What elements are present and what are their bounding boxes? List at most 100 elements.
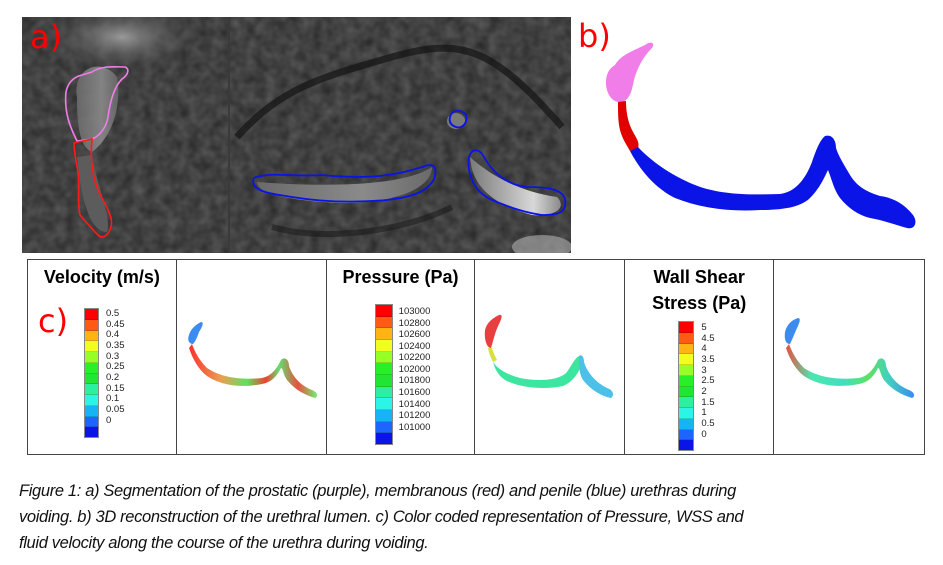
colorbar-tick-label: 0 xyxy=(106,414,112,426)
wss-legend-title-line-2: Stress (Pa) xyxy=(652,293,747,313)
colorbar-segment xyxy=(85,416,98,428)
colorbar-tick-label: 0.45 xyxy=(106,318,125,330)
colorbar-segment xyxy=(85,373,98,385)
colorbar-tick-label: 2.5 xyxy=(701,375,715,387)
panel-label-a: a) xyxy=(30,18,63,56)
urethra-3d-reconstruction xyxy=(605,42,916,229)
colorbar-tick-label: 0.4 xyxy=(106,329,120,341)
pressure-legend-title: Pressure (Pa) xyxy=(342,267,459,287)
colorbar-tick-label: 3 xyxy=(701,364,707,376)
colorbar-tick-label: 102800 xyxy=(398,317,431,329)
membranous-contour xyxy=(73,137,113,238)
prostatic-contour xyxy=(64,65,129,142)
colorbar-tick-label: 102600 xyxy=(398,329,431,341)
colorbar-tick-label: 0.2 xyxy=(106,372,120,384)
colorbar-segment xyxy=(85,362,98,374)
colorbar-segment xyxy=(679,365,694,376)
figure-caption: Figure 1: a) Segmentation of the prostat… xyxy=(19,478,929,556)
colorbar-tick-label: 0.15 xyxy=(106,382,125,394)
colorbar-tick-label: 1.5 xyxy=(701,396,715,408)
colorbar-tick-label: 4.5 xyxy=(701,332,715,344)
wss-urethra-render xyxy=(784,318,915,398)
pressure-render-cell xyxy=(475,260,626,454)
colorbar-tick-label: 5 xyxy=(701,322,707,333)
panel-label-c: c) xyxy=(38,302,69,340)
colorbar-tick-label: 0.3 xyxy=(106,350,120,362)
colorbar-segment xyxy=(85,384,98,395)
colorbar-tick-label: 0.5 xyxy=(701,418,715,430)
pressure-colorbar xyxy=(374,304,393,445)
colorbar-tick-label: 1 xyxy=(701,407,707,419)
velocity-urethra-render xyxy=(187,322,317,398)
panel-label-b: b) xyxy=(578,17,611,55)
colorbar-segment xyxy=(375,316,392,329)
membranous-segment xyxy=(618,101,639,151)
colorbar-segment xyxy=(85,309,98,320)
colorbar-tick-label: 103000 xyxy=(398,306,431,317)
penile-contour-1 xyxy=(252,164,437,203)
wss-render-cell xyxy=(774,260,924,454)
colorbar-segment xyxy=(85,427,98,437)
colorbar-segment xyxy=(679,375,694,387)
colorbar-segment xyxy=(375,386,392,399)
colorbar-tick-label: 101000 xyxy=(398,421,431,433)
colorbar-tick-label: 0.5 xyxy=(106,308,120,319)
colorbar-segment xyxy=(375,421,392,434)
colorbar-tick-label: 3.5 xyxy=(701,354,715,366)
colorbar-segment xyxy=(375,351,392,364)
pressure-urethra-render xyxy=(485,314,614,398)
caption-line: voiding. b) 3D reconstruction of the ure… xyxy=(19,508,744,526)
colorbar-tick-label: 101800 xyxy=(398,375,431,387)
colorbar-segment xyxy=(375,433,392,445)
colorbar-tick-label: 0 xyxy=(701,428,707,440)
colorbar-segment xyxy=(85,319,98,331)
wss-legend-title-line-1: Wall Shear xyxy=(653,267,745,287)
colorbar-segment xyxy=(375,398,392,411)
colorbar-tick-label: 4 xyxy=(701,343,707,355)
velocity-colorbar xyxy=(84,308,99,438)
colorbar-tick-label: 102000 xyxy=(398,363,431,375)
prostatic-segment xyxy=(605,42,654,103)
colorbar-segment xyxy=(85,405,98,417)
colorbar-tick-label: 2 xyxy=(701,386,707,398)
colorbar-segment xyxy=(85,330,98,342)
colorbar-segment xyxy=(375,375,392,387)
velocity-legend-title: Velocity (m/s) xyxy=(43,267,160,287)
colorbar-segment xyxy=(375,305,392,317)
colorbar-segment xyxy=(679,343,694,355)
colorbar-segment xyxy=(375,410,392,422)
colorbar-segment xyxy=(679,322,694,333)
colorbar-segment xyxy=(85,341,98,352)
mri-segmentation-image: a) xyxy=(22,17,571,253)
colorbar-segment xyxy=(679,386,694,398)
colorbar-segment xyxy=(679,354,694,365)
colorbar-tick-label: 101400 xyxy=(398,398,431,410)
colorbar-tick-label: 0.1 xyxy=(106,393,120,405)
colorbar-tick-label: 102200 xyxy=(398,352,431,364)
colorbar-segment xyxy=(375,363,392,376)
caption-line: fluid velocity along the course of the u… xyxy=(19,534,429,552)
colorbar-segment xyxy=(679,332,694,344)
colorbar-tick-label: 0.05 xyxy=(106,404,125,416)
colorbar-segment xyxy=(375,340,392,352)
wss-colorbar xyxy=(678,321,695,451)
colorbar-tick-label: 101200 xyxy=(398,410,431,422)
mri-image xyxy=(22,17,571,253)
caption-line: Figure 1: a) Segmentation of the prostat… xyxy=(19,482,736,500)
colorbar-tick-label: 0.35 xyxy=(106,340,125,352)
penile-segment xyxy=(630,135,916,229)
colorbar-tick-label: 101600 xyxy=(398,387,431,399)
colorbar-segment xyxy=(679,418,694,430)
colorbar-segment xyxy=(85,395,98,406)
colorbar-segment xyxy=(679,429,694,441)
colorbar-segment xyxy=(85,352,98,363)
colorbar-tick-label: 102400 xyxy=(398,340,431,352)
colorbar-segment xyxy=(679,397,694,408)
